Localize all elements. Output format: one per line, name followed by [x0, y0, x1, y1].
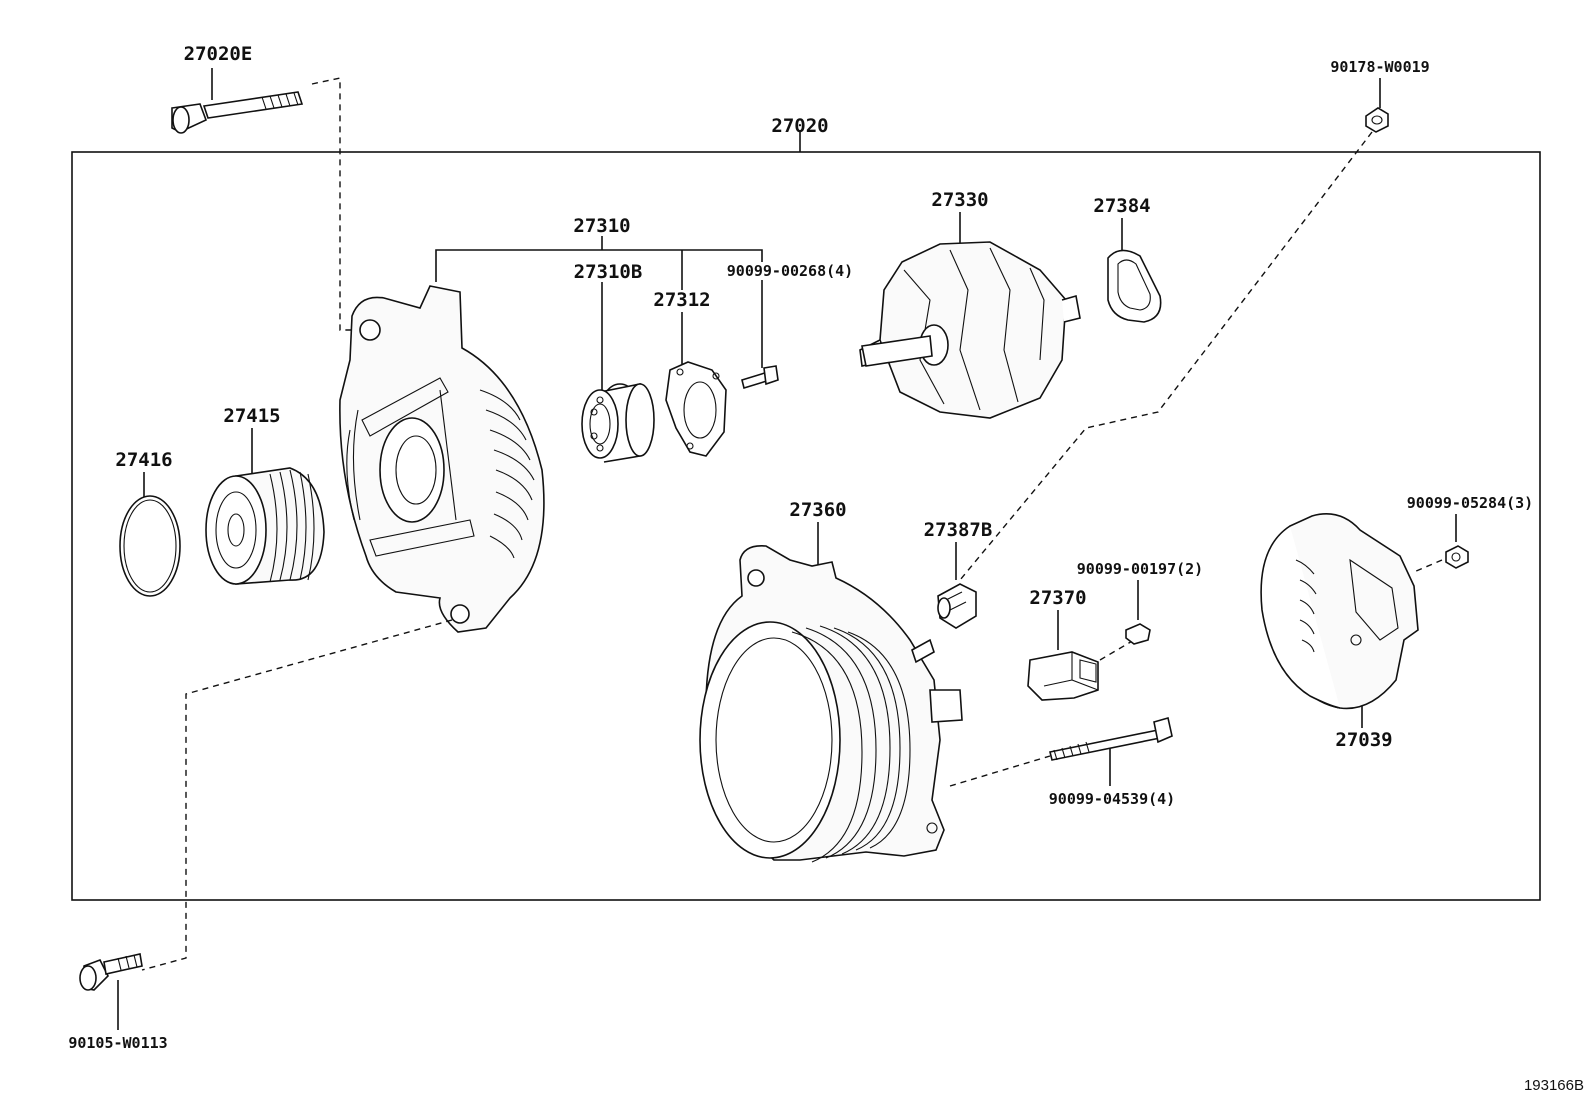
- rear-cover-part[interactable]: [1260, 513, 1419, 710]
- label-27360[interactable]: 27360: [789, 499, 846, 521]
- insulator-part[interactable]: [1107, 249, 1162, 323]
- brush-holder-part[interactable]: [1027, 651, 1099, 701]
- label-27416[interactable]: 27416: [115, 449, 172, 471]
- assembly-boundary: [71, 151, 1541, 901]
- drive-end-frame-part[interactable]: [339, 285, 545, 633]
- label-27312[interactable]: 27312: [653, 289, 710, 311]
- bolt-top-part[interactable]: [171, 68, 304, 134]
- frame-nut-part[interactable]: [1365, 107, 1389, 133]
- retainer-screw-part[interactable]: [741, 365, 779, 390]
- leader-27020E: [311, 77, 360, 331]
- stator-frame-part[interactable]: [699, 544, 963, 863]
- label-27384[interactable]: 27384: [1093, 195, 1150, 217]
- leader-brush-screw: [1099, 639, 1135, 661]
- label-90099-00268[interactable]: 90099-00268(4): [727, 262, 853, 280]
- leader-through-bolt: [949, 755, 1051, 787]
- bearing-part[interactable]: [581, 383, 655, 463]
- label-90099-05284[interactable]: 90099-05284(3): [1407, 494, 1533, 512]
- label-27387B[interactable]: 27387B: [924, 519, 993, 541]
- label-27020E[interactable]: 27020E: [184, 43, 253, 65]
- label-27020[interactable]: 27020: [771, 115, 828, 137]
- label-27370[interactable]: 27370: [1029, 587, 1086, 609]
- label-90178-W0019[interactable]: 90178-W0019: [1330, 58, 1429, 76]
- pulley-part[interactable]: [205, 467, 325, 585]
- reference-code: 193166B: [1524, 1077, 1584, 1094]
- leader-90105: [141, 619, 453, 971]
- label-90099-04539[interactable]: 90099-04539(4): [1049, 790, 1175, 808]
- label-90105-W0113[interactable]: 90105-W0113: [68, 1034, 167, 1052]
- cover-nut-part[interactable]: [1445, 545, 1469, 569]
- pulley-cap-part[interactable]: [119, 495, 181, 597]
- label-27415[interactable]: 27415: [223, 405, 280, 427]
- through-bolt-part[interactable]: [1049, 716, 1173, 761]
- bolt-bottom-part[interactable]: [79, 953, 143, 991]
- label-27310[interactable]: 27310: [573, 215, 630, 237]
- terminal-insulator-part[interactable]: [937, 583, 977, 629]
- label-27039[interactable]: 27039: [1335, 729, 1392, 751]
- label-27330[interactable]: 27330: [931, 189, 988, 211]
- leader-90178: [959, 131, 1373, 581]
- leader-cover-nut: [1413, 559, 1443, 573]
- brush-screw-part[interactable]: [1125, 623, 1151, 645]
- label-90099-00197[interactable]: 90099-00197(2): [1077, 560, 1203, 578]
- label-27310B[interactable]: 27310B: [574, 261, 643, 283]
- rotor-part[interactable]: [859, 241, 1081, 419]
- retainer-plate-part[interactable]: [665, 361, 727, 457]
